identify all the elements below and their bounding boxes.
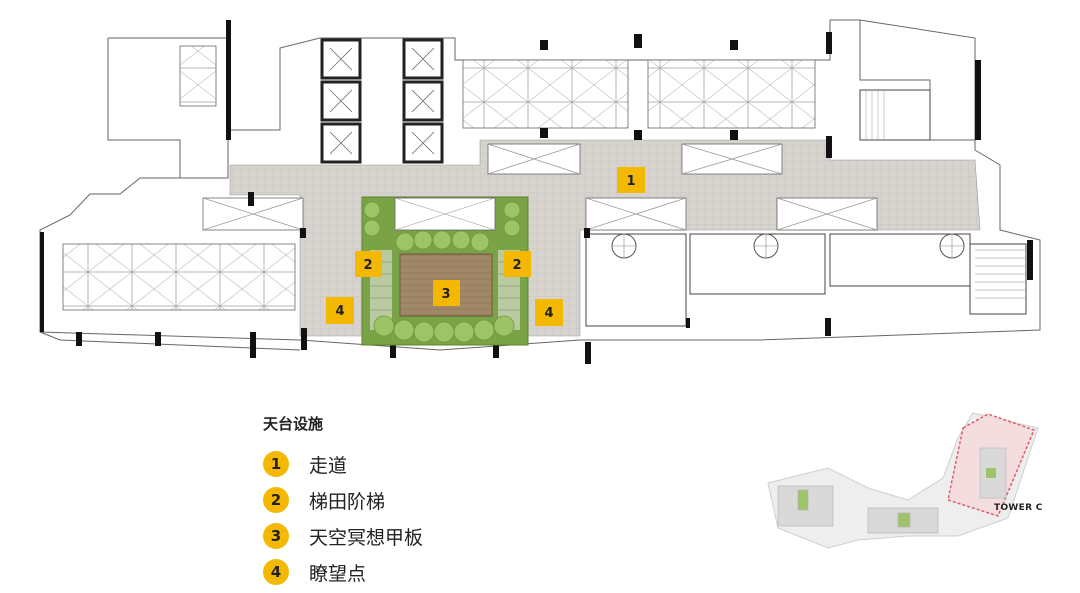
svg-text:1: 1 [626,174,635,189]
legend-number-badge: 2 [263,487,289,513]
legend-number-badge: 4 [263,559,289,585]
legend-item-terrace-steps: 2 梯田阶梯 [263,485,385,515]
plan-markers: 1 2 2 3 4 4 [326,167,645,326]
legend-item-label: 天空冥想甲板 [309,526,424,549]
skylights [62,45,878,311]
legend-number-badge: 3 [263,523,289,549]
legend-item-label: 瞭望点 [309,562,367,585]
building-outline [39,19,1041,351]
marker-terrace-steps-right: 2 [504,251,531,277]
svg-text:3: 3 [441,287,450,302]
key-plan [767,412,1039,549]
marker-lookout-left: 4 [326,297,354,324]
legend-item-meditation-deck: 3 天空冥想甲板 [263,521,423,551]
tower-c-highlight [947,413,1035,517]
marker-lookout-right: 4 [535,299,563,326]
legend-item-label: 走道 [309,454,348,477]
tower-c-label: TOWER C [994,503,1043,513]
legend-item-label: 梯田阶梯 [309,490,386,513]
legend-item-lookout: 4 瞭望点 [263,557,366,587]
svg-text:2: 2 [512,258,521,273]
spiral-stairs [611,233,965,259]
legend-title: 天台设施 [263,415,324,433]
legend-number-badge: 1 [263,451,289,477]
keyplan-buildings [777,485,939,534]
marker-terrace-steps-left: 2 [355,251,382,277]
floor-plan: 1 2 2 3 4 4 [39,19,1041,364]
marker-walkway: 1 [617,167,645,193]
svg-text:2: 2 [363,258,372,273]
elevator-core [320,38,444,164]
marker-meditation-deck: 3 [433,280,460,306]
svg-text:4: 4 [335,304,344,319]
legend-item-walkway: 1 走道 [263,449,347,479]
svg-text:4: 4 [544,306,553,321]
columns [40,20,1033,364]
garden-courtyard [361,196,529,346]
